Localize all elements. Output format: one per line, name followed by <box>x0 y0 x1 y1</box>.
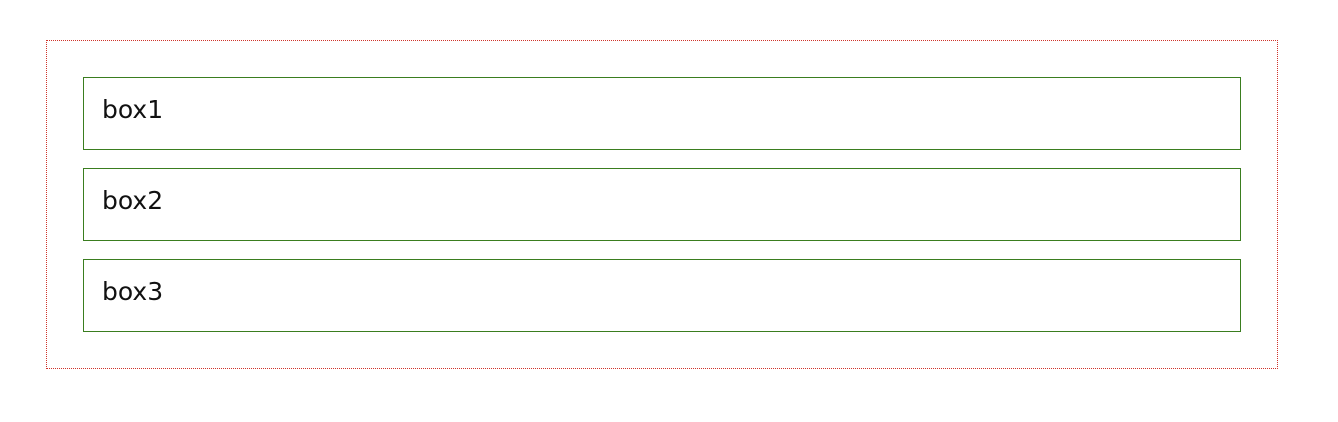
box-label: box2 <box>102 186 164 215</box>
box-1: box1 <box>83 77 1241 150</box>
box-2: box2 <box>83 168 1241 241</box>
outer-container: box1 box2 box3 <box>46 40 1278 369</box>
box-label: box1 <box>102 95 164 124</box>
box-3: box3 <box>83 259 1241 332</box>
box-label: box3 <box>102 277 164 306</box>
